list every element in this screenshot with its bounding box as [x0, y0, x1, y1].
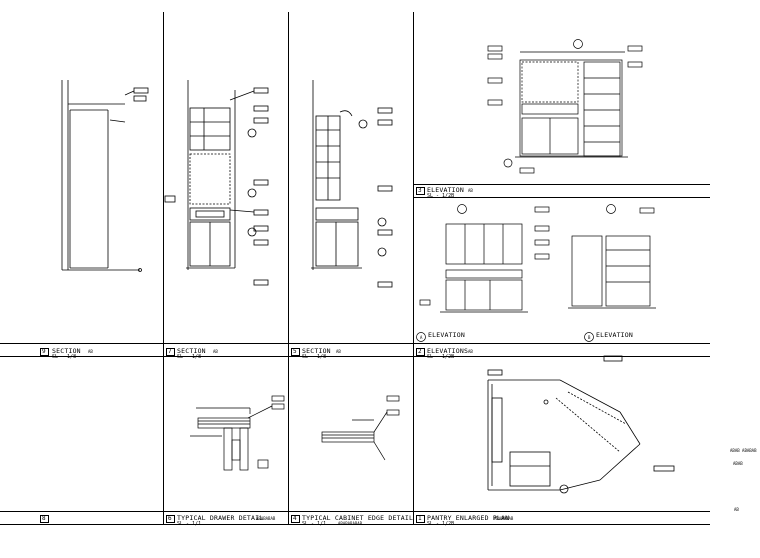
panel-number-box-6 [166, 515, 175, 523]
panel-4-code: ABABABABAB [338, 521, 363, 526]
cabinet-edge-detail-drawing [321, 395, 400, 461]
panel-3-title: ELEVATION [427, 186, 465, 194]
elevation-a-title: ELEVATION [428, 331, 466, 339]
panel-5-number: 5 [293, 348, 297, 355]
panel-7-scale: SL - 1/8 [177, 354, 202, 360]
section-5-drawing [311, 80, 393, 288]
panel-5-code: AB [336, 349, 341, 354]
panel-8-number: 8 [42, 515, 46, 522]
panel-9-number: 9 [42, 348, 46, 355]
panel-6-scale: SL - 1/1 [177, 521, 202, 527]
elevation-3-drawing [487, 39, 643, 174]
section-7-drawing [164, 80, 269, 286]
panel-6-code: ABABABAB [256, 516, 276, 521]
side-note-3: AB [734, 507, 739, 512]
panel-number-box-1 [416, 515, 425, 523]
panel-4-scale: SL - 1/1 [302, 521, 327, 527]
panel-number-box-7 [166, 348, 175, 356]
panel-6-title: TYPICAL DRAWER DETAIL [177, 514, 264, 522]
panel-9-title: SECTION [52, 347, 81, 355]
panel-3-scale: SL - 1/2B [427, 193, 455, 199]
panel-1-number: 1 [418, 515, 422, 522]
panel-number-box-8 [40, 515, 49, 523]
panel-number-box-5 [291, 348, 300, 356]
panel-number-box-9 [40, 348, 49, 356]
elevation-b-title: ELEVATION [596, 331, 634, 339]
panel-7-number: 7 [168, 348, 172, 355]
panel-4-number: 4 [293, 515, 297, 522]
panel-2-number: 2 [418, 348, 422, 355]
panel-2-scale: SL - 1/2B [427, 354, 455, 360]
panel-1-code: ABABABAB [494, 516, 514, 521]
panel-7-code: AB [213, 349, 218, 354]
elevation-marker-b: B [588, 335, 591, 340]
side-note-1: ABAB ABABAB [730, 448, 757, 453]
elevation-marker-a: A [420, 335, 423, 340]
panel-9-scale: SL - 1/8 [52, 354, 77, 360]
panel-number-box-4 [291, 515, 300, 523]
panel-1-title: PANTRY ENLARGED PLAN [427, 514, 510, 522]
panel-2-title: ELEVATIONS [427, 347, 469, 355]
elevation-2-drawing [416, 204, 656, 342]
section-9-drawing [61, 80, 149, 272]
panel-number-box-2 [416, 348, 425, 356]
panel-6-number: 6 [168, 515, 172, 522]
panel-1-scale: SL - 1/2B [427, 521, 455, 527]
panel-number-box-3 [416, 187, 425, 195]
panel-5-title: SECTION [302, 347, 331, 355]
panel-7-title: SECTION [177, 347, 206, 355]
panel-9-code: AB [88, 349, 93, 354]
panel-2-code: AB [468, 349, 473, 354]
drawer-detail-drawing [190, 395, 285, 471]
panel-5-scale: SL - 1/8 [302, 354, 327, 360]
panel-3-number: 3 [418, 187, 422, 194]
panel-3-code: AB [468, 188, 473, 193]
panel-4-title: TYPICAL CABINET EDGE DETAIL [302, 514, 414, 522]
pantry-plan-drawing [487, 355, 675, 494]
side-note-2: ABAB [733, 461, 743, 466]
